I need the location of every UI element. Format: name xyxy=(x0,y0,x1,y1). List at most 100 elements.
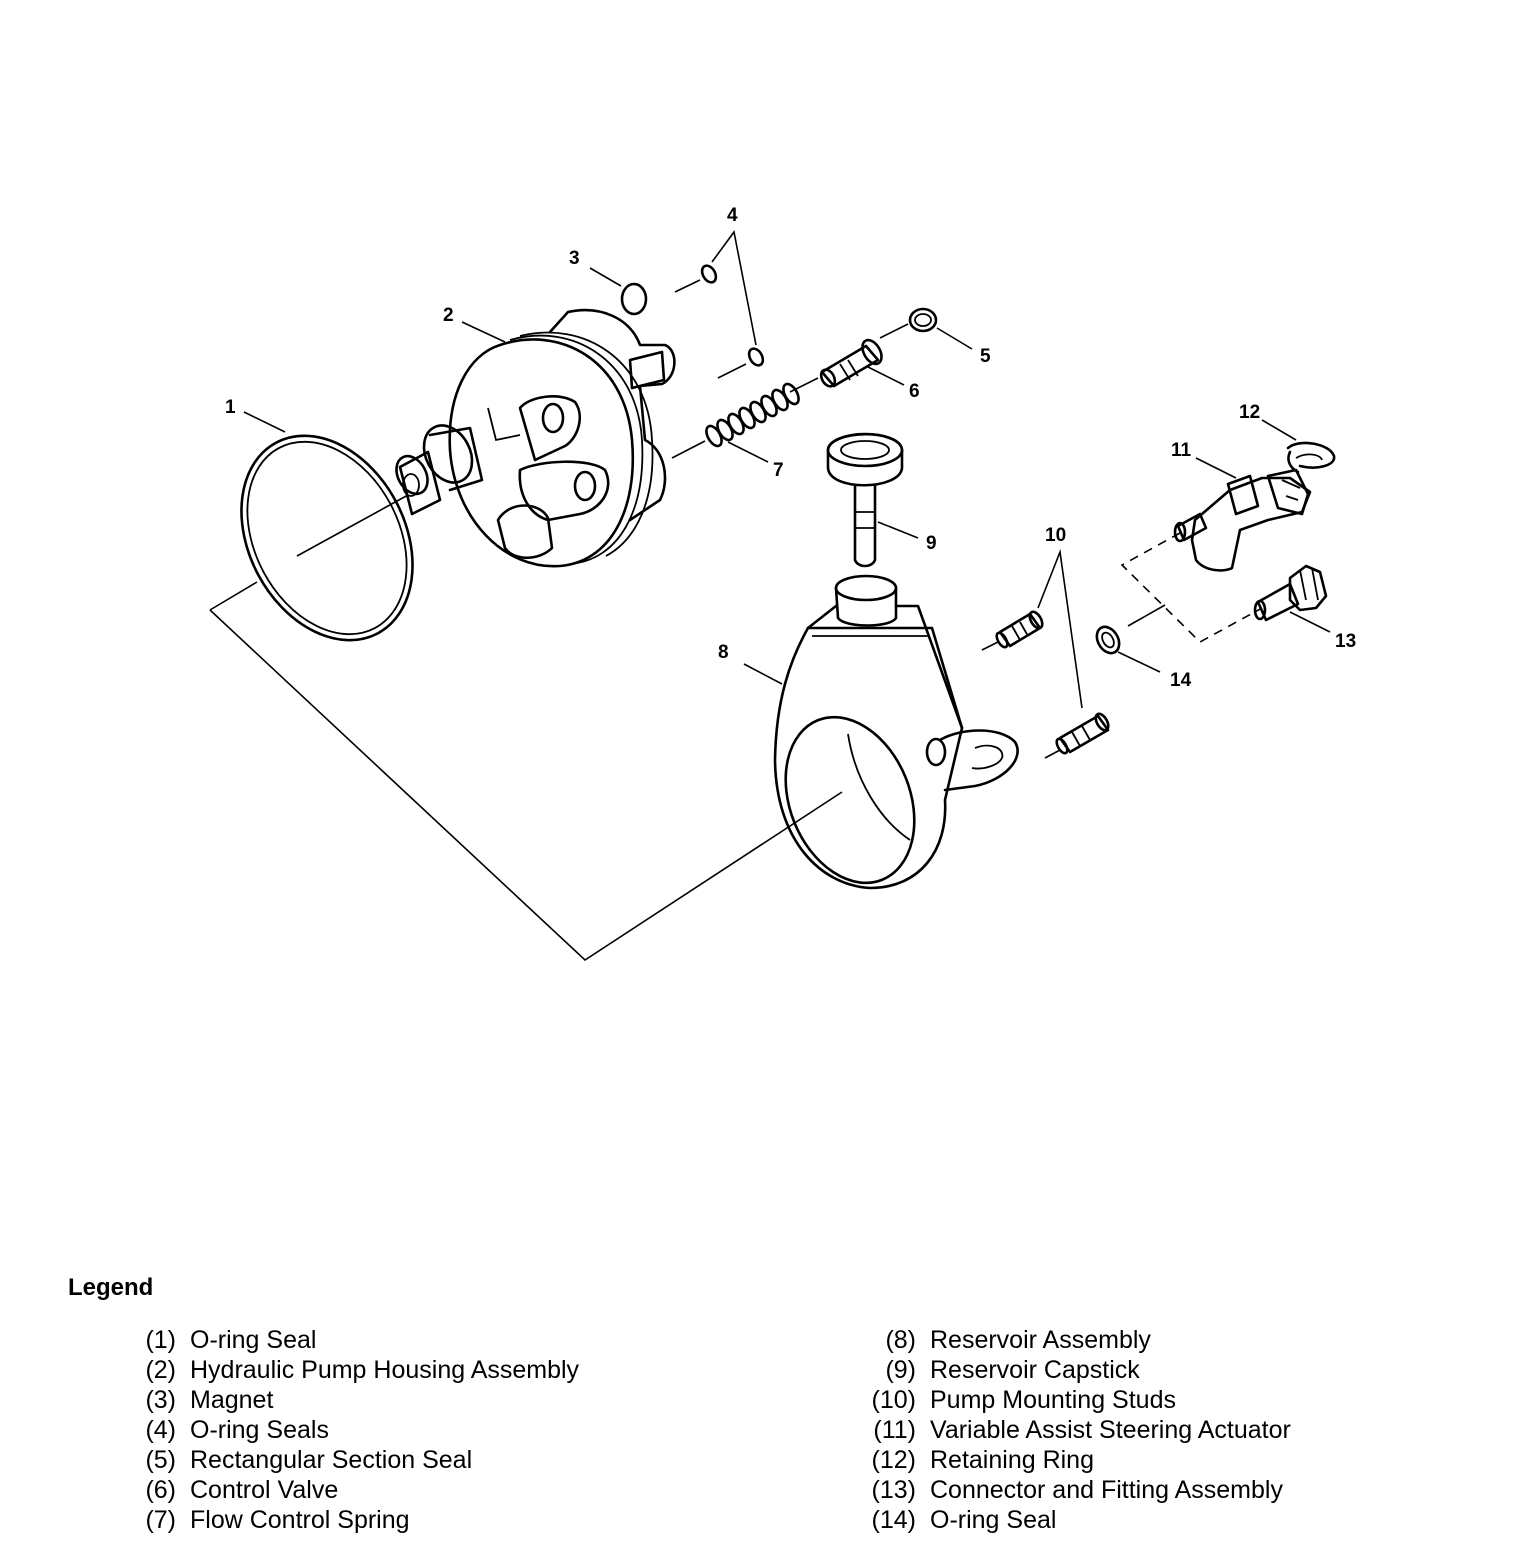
legend-item: (9) Reservoir Capstick xyxy=(860,1355,1291,1385)
legend-item-number: (3) xyxy=(145,1385,176,1414)
legend-item-label: Connector and Fitting Assembly xyxy=(930,1475,1283,1504)
callout-13: 13 xyxy=(1335,631,1356,652)
legend-item: (11) Variable Assist Steering Actuator xyxy=(860,1415,1291,1445)
legend-item-label: Hydraulic Pump Housing Assembly xyxy=(190,1355,580,1384)
legend-item-label: O-ring Seal xyxy=(190,1325,317,1354)
callout-9: 9 xyxy=(926,533,937,554)
legend-item: (2) Hydraulic Pump Housing Assembly xyxy=(120,1355,579,1385)
legend-item: (5) Rectangular Section Seal xyxy=(120,1445,579,1475)
lead-6 xyxy=(865,365,905,386)
seal-guide xyxy=(879,323,909,339)
lead-4 xyxy=(711,230,757,346)
shaft-axis-line xyxy=(296,494,409,557)
lead-8 xyxy=(743,663,783,685)
spring-guide xyxy=(671,440,706,459)
lead-3 xyxy=(589,267,622,287)
legend-item-label: O-ring Seal xyxy=(930,1505,1057,1534)
legend-item-number: (11) xyxy=(873,1415,916,1444)
pump-mounting-stud-upper xyxy=(995,610,1044,649)
callout-11: 11 xyxy=(1171,440,1192,461)
callout-7: 7 xyxy=(773,460,784,481)
legend-column-left: (1) O-ring Seal (2) Hydraulic Pump Housing… xyxy=(120,1325,579,1535)
callout-10: 10 xyxy=(1045,525,1066,546)
legend-item-label: Reservoir Assembly xyxy=(930,1325,1151,1354)
legend-item-label: Flow Control Spring xyxy=(190,1505,410,1534)
callout-8: 8 xyxy=(718,642,729,663)
legend-item: (10) Pump Mounting Studs xyxy=(860,1385,1291,1415)
legend-item-number: (1) xyxy=(145,1325,176,1354)
legend-item-number: (10) xyxy=(871,1385,916,1414)
lead-10 xyxy=(1037,548,1083,709)
reservoir-assembly-part xyxy=(773,574,1019,890)
legend-item-number: (5) xyxy=(145,1445,176,1474)
legend-item-number: (8) xyxy=(885,1325,916,1354)
legend-item-label: Reservoir Capstick xyxy=(930,1355,1140,1384)
legend-item: (1) O-ring Seal xyxy=(120,1325,579,1355)
callout-14: 14 xyxy=(1170,670,1192,691)
pump-housing-part xyxy=(395,308,676,568)
lead-12 xyxy=(1261,419,1297,441)
pump-mounting-stud-lower xyxy=(1055,712,1110,755)
assembly-guide-line xyxy=(209,581,258,611)
legend-item-label: Magnet xyxy=(190,1385,274,1414)
callout-6: 6 xyxy=(909,381,920,402)
legend-item: (6) Control Valve xyxy=(120,1475,579,1505)
o-ring-seal-lower xyxy=(747,347,765,367)
o-ring-seal-part xyxy=(240,434,414,642)
callout-12: 12 xyxy=(1239,402,1260,423)
callout-4: 4 xyxy=(727,205,738,226)
o-ring-seal-14-part xyxy=(1095,625,1121,655)
callout-2: 2 xyxy=(443,305,454,326)
lead-13 xyxy=(1289,611,1331,633)
legend-item-label: O-ring Seals xyxy=(190,1415,329,1444)
rectangular-seal-part xyxy=(908,307,938,333)
o-ring-14-guide xyxy=(1127,604,1166,627)
legend-item-number: (7) xyxy=(145,1505,176,1534)
callout-3: 3 xyxy=(569,248,580,269)
legend-item-number: (9) xyxy=(885,1355,916,1384)
stud-guide-upper xyxy=(981,641,999,651)
lead-11 xyxy=(1195,457,1237,479)
legend-item: (12) Retaining Ring xyxy=(860,1445,1291,1475)
callout-5: 5 xyxy=(980,346,991,367)
legend-item-label: Variable Assist Steering Actuator xyxy=(930,1415,1291,1444)
steering-actuator-part xyxy=(1173,468,1312,572)
flow-control-spring-part xyxy=(705,382,800,448)
legend-title: Legend xyxy=(68,1274,154,1301)
legend-item-label: Control Valve xyxy=(190,1475,339,1504)
control-valve-part xyxy=(819,338,883,388)
reservoir-capstick-part xyxy=(826,432,904,568)
lead-4-guide-a xyxy=(674,279,701,293)
legend-item: (13)Connector and Fitting Assembly xyxy=(860,1475,1291,1505)
o-ring-seal-upper xyxy=(700,264,718,284)
legend-item-number: (4) xyxy=(145,1415,176,1444)
lead-14 xyxy=(1117,651,1161,673)
callout-1: 1 xyxy=(225,397,236,418)
lead-2 xyxy=(461,321,506,343)
legend-item-label: Pump Mounting Studs xyxy=(930,1385,1176,1414)
stud-guide-lower xyxy=(1044,749,1061,759)
assembly-guide-line-lower xyxy=(209,609,843,962)
legend-item: (7) Flow Control Spring xyxy=(120,1505,579,1535)
legend-item-number: (2) xyxy=(145,1355,176,1384)
legend-item: (8) Reservoir Assembly xyxy=(860,1325,1291,1355)
legend-item: (4) O-ring Seals xyxy=(120,1415,579,1445)
connector-fitting-part xyxy=(1253,564,1328,622)
lead-7 xyxy=(727,441,769,463)
legend-item-label: Rectangular Section Seal xyxy=(190,1445,473,1474)
lead-4-guide-b xyxy=(717,363,747,379)
legend-item: (14) O-ring Seal xyxy=(860,1505,1291,1535)
lead-5 xyxy=(936,327,973,350)
magnet-part xyxy=(620,282,648,316)
legend-item-number: (6) xyxy=(145,1475,176,1504)
assembly-dashed-line xyxy=(1120,532,1263,643)
legend-column-right: (8) Reservoir Assembly (9) Reservoir Capst… xyxy=(860,1325,1291,1535)
lead-1 xyxy=(243,411,286,433)
legend-item: (3) Magnet xyxy=(120,1385,579,1415)
retaining-ring-part xyxy=(1286,441,1336,474)
lead-9 xyxy=(877,521,919,539)
legend-item-number: (14) xyxy=(871,1505,916,1534)
legend-item-label: Retaining Ring xyxy=(930,1445,1094,1474)
legend-item-number: (12) xyxy=(871,1445,916,1474)
exploded-pump-diagram: 1 2 3 4 5 6 7 8 9 10 11 12 13 14 xyxy=(209,205,1356,962)
